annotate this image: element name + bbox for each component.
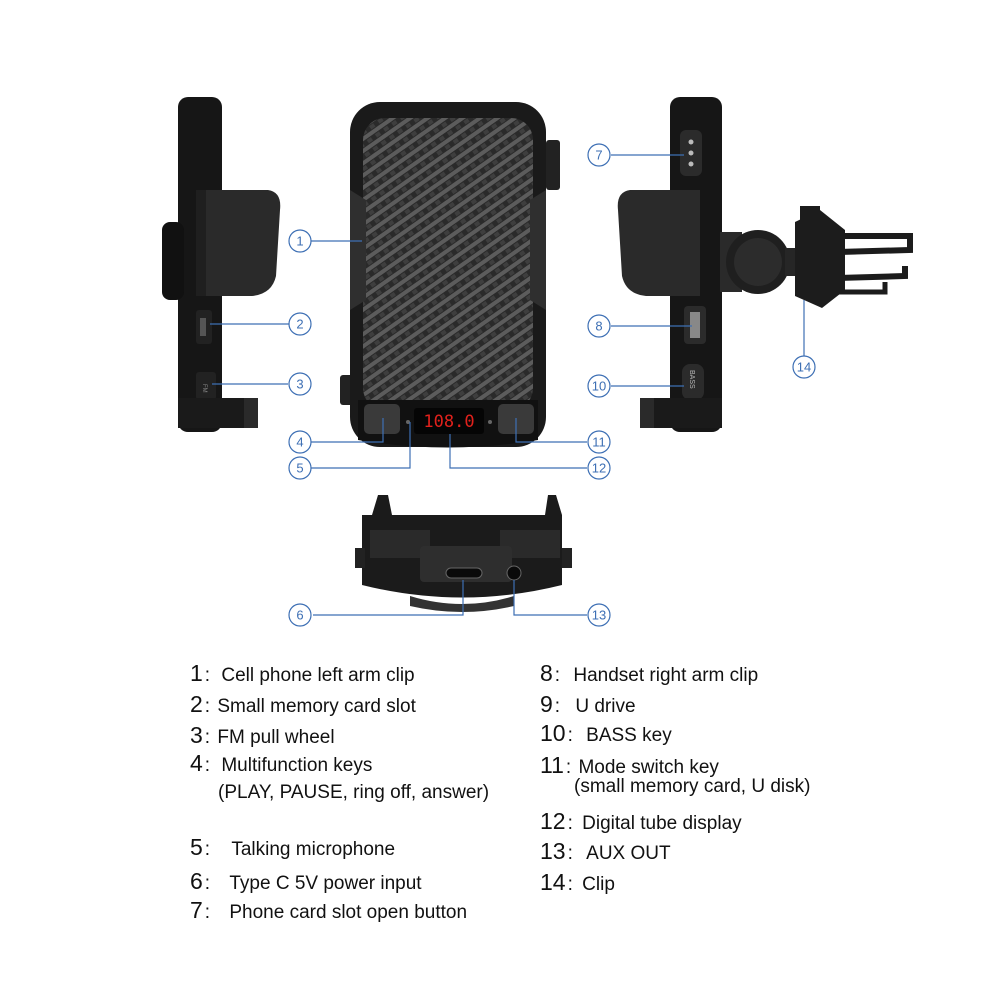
callout-14: 14 (792, 355, 816, 379)
legend-item-4: 4: Multifunction keys (PLAY, PAUSE, ring… (190, 750, 490, 803)
svg-text:5: 5 (296, 461, 303, 476)
callout-3: 3 (288, 372, 312, 396)
svg-text:10: 10 (592, 379, 606, 394)
svg-text:12: 12 (592, 461, 606, 476)
svg-text:7: 7 (595, 148, 602, 163)
svg-text:6: 6 (296, 608, 303, 623)
legend-item-3: 3: FM pull wheel (190, 722, 335, 748)
svg-text:2: 2 (296, 317, 303, 332)
legend-item-9: 9: U drive (540, 691, 636, 717)
legend-item-14: 14: Clip (540, 869, 615, 895)
callout-11: 11 (587, 430, 611, 454)
display-reading: 108.0 (423, 412, 474, 432)
bass-label: BASS (688, 370, 695, 389)
callout-lines (210, 154, 805, 616)
svg-text:4: 4 (296, 435, 303, 450)
callout-13: 13 (587, 603, 611, 627)
callout-2: 2 (288, 312, 312, 336)
multifunction-key (364, 404, 400, 434)
bottom-view (355, 495, 572, 612)
callout-markers: 1 2 3 4 5 6 7 8 10 11 12 13 14 9 (288, 143, 816, 627)
callout-1: 1 (288, 229, 312, 253)
legend-item-13: 13: AUX OUT (540, 838, 671, 864)
fm-label: FM (201, 384, 207, 393)
carbon-back-plate (363, 118, 533, 410)
legend-item-7: 7: Phone card slot open button (190, 897, 468, 923)
callout-6: 6 (288, 603, 312, 627)
legend-item-11: 11: Mode switch key (small memory card, … (540, 752, 811, 797)
callout-7: 7 (587, 143, 611, 167)
left-side-view: FM (162, 97, 281, 432)
callout-4: 4 (288, 430, 312, 454)
legend-item-10: 10: BASS key (540, 720, 672, 746)
legend-item-8: 8: Handset right arm clip (540, 660, 759, 686)
svg-text:8: 8 (595, 319, 602, 334)
front-view: 108.0 (340, 102, 560, 448)
right-side-view: BASS (617, 97, 913, 432)
svg-text:3: 3 (296, 377, 303, 392)
digital-display-panel (414, 408, 484, 434)
aux-port (506, 565, 522, 581)
legend-item-2: 2: Small memory card slot (190, 691, 416, 717)
callout-10: 10 (587, 374, 611, 398)
legend-item-5: 5: Talking microphone (190, 834, 396, 860)
type-c-port (445, 567, 483, 579)
legend-item-1: 1: Cell phone left arm clip (190, 660, 415, 686)
legend-item-12: 12: Digital tube display (540, 808, 742, 834)
svg-text:14: 14 (797, 360, 811, 375)
callout-12: 12 (587, 456, 611, 480)
svg-text:11: 11 (592, 435, 606, 450)
svg-text:1: 1 (296, 234, 303, 249)
legend-item-6: 6: Type C 5V power input (190, 868, 422, 894)
callout-8: 8 (587, 314, 611, 338)
svg-text:13: 13 (592, 608, 606, 623)
product-diagram: FM 108.0 BASS (162, 97, 913, 627)
callout-5: 5 (288, 456, 312, 480)
